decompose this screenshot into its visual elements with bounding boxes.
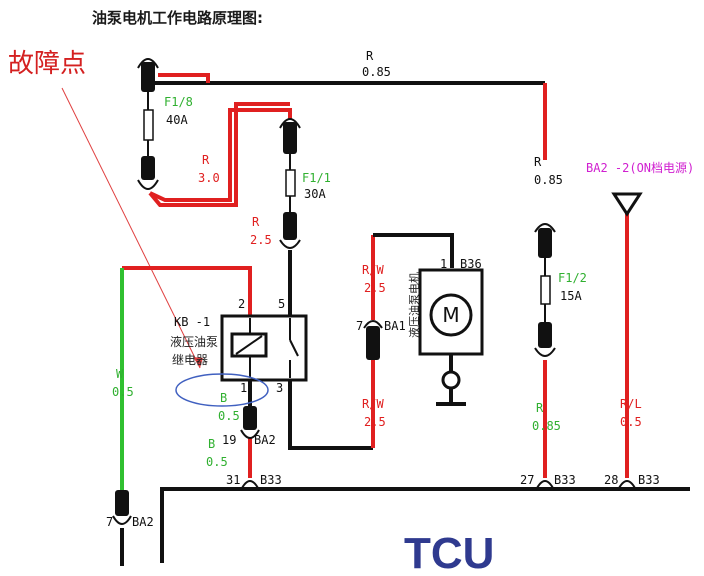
connector-ba1 (363, 320, 383, 360)
motor-b36 (418, 268, 484, 406)
relay-pin3: 3 (276, 381, 283, 395)
connector-b33-28 (617, 480, 637, 491)
motor-pin: 1 (440, 257, 447, 271)
wire-rl-gauge: 0.5 (620, 415, 642, 429)
wire-rw-bot-gauge: 2.5 (364, 415, 386, 429)
ba2-top-pin: 19 (222, 433, 236, 447)
wire-b-b-gauge: 0.5 (206, 455, 228, 469)
fuse-f1-2-name: F1/2 (558, 271, 587, 285)
wire-rl-color: R/L (620, 397, 642, 411)
motor-desc: 液压油泵电机 (407, 272, 421, 338)
relay-kb1 (220, 314, 308, 382)
wire-r25-gauge: 2.5 (250, 233, 272, 247)
relay-pin5: 5 (278, 297, 285, 311)
b33-27-name: B33 (554, 473, 576, 487)
ba2-bottom-pin: 7 (106, 515, 113, 529)
b33-27-pin: 27 (520, 473, 534, 487)
connector-b33-27 (535, 480, 555, 491)
b33-31-pin: 31 (226, 473, 240, 487)
b33-31-name: B33 (260, 473, 282, 487)
wire-w-color: W (116, 367, 124, 381)
wire-w-gauge: 0.5 (112, 385, 134, 399)
wire-rw-bot-color: R/W (362, 397, 384, 411)
wire-rw-top-color: R/W (362, 263, 384, 277)
wire-b-a-color: B (220, 391, 227, 405)
relay-pin2: 2 (238, 297, 245, 311)
fuse-f1-2-rating: 15A (560, 289, 582, 303)
fault-point-label: 故障点 (8, 49, 86, 79)
b33-28-name: B33 (638, 473, 660, 487)
relay-desc-2: 继电器 (172, 353, 208, 367)
fault-pointer-arrow (193, 357, 203, 368)
fuse-f1-8-rating: 40A (166, 113, 188, 127)
wire-b-b-color: B (208, 437, 215, 451)
ba1-pin: 7 (356, 319, 363, 333)
fuse-f1-2 (534, 223, 556, 357)
connector-ba2-bottom (112, 490, 132, 525)
fuse-f1-1-name: F1/1 (302, 171, 331, 185)
diagram-title: 油泵电机工作电路原理图: (92, 9, 263, 27)
relay-pin1: 1 (240, 381, 247, 395)
wire-r30-color: R (202, 153, 210, 167)
wire-top-gauge: 0.85 (362, 65, 391, 79)
relay-pin2-red (122, 266, 252, 318)
wire-top-color: R (366, 49, 374, 63)
tcu-label: TCU (404, 529, 494, 576)
red-wire-3-0 (149, 108, 292, 202)
wire-rw-top-gauge: 2.5 (364, 281, 386, 295)
connector-b33-31 (240, 480, 260, 491)
motor-feed-wire (373, 233, 454, 268)
motor-connector: B36 (460, 257, 482, 271)
tcu-bus (160, 487, 690, 563)
wire-b-a-gauge: 0.5 (218, 409, 240, 423)
wire-r30-gauge: 3.0 (198, 171, 220, 185)
fuse-f1-1-rating: 30A (304, 187, 326, 201)
wire-right-r-color: R (534, 155, 542, 169)
red-wire-3-0-b (148, 102, 290, 207)
connector-ba2-top (240, 406, 260, 439)
relay-desc-1: 液压油泵 (170, 334, 218, 349)
fault-pointer-line (61, 87, 201, 369)
relay-pin3-wire (288, 378, 373, 450)
ba2-top-name: BA2 (254, 433, 276, 447)
relay-name: KB -1 (174, 315, 210, 329)
b33-28-pin: 28 (604, 473, 618, 487)
ba2-bottom-name: BA2 (132, 515, 154, 529)
fuse-f1-8-name: F1/8 (164, 95, 193, 109)
fuse-f1-1 (279, 118, 301, 249)
motor-symbol: M (442, 303, 459, 327)
power-source-triangle (611, 192, 643, 217)
ba1-name: BA1 (384, 319, 406, 333)
fault-circle (175, 373, 269, 407)
wire-r25-color: R (252, 215, 260, 229)
power-source-label: BA2 -2(ON档电源) (586, 161, 694, 175)
wire-r085b-color: R (536, 401, 544, 415)
fuse-f1-8 (137, 58, 159, 190)
wire-r085b-gauge: 0.85 (532, 419, 561, 433)
red-feed (158, 73, 210, 83)
wire-right-r-gauge: 0.85 (534, 173, 563, 187)
